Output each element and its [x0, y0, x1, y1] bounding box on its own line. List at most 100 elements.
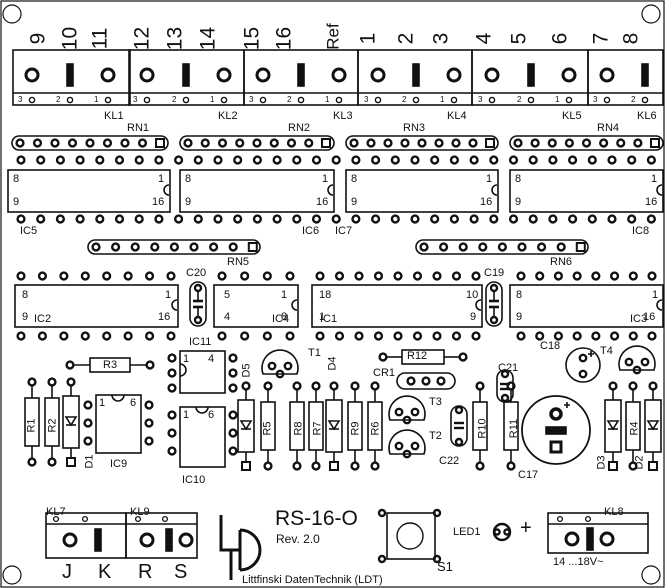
- ic-pad: [37, 331, 48, 341]
- solder-pad: [421, 376, 431, 386]
- ic4-pin-bl: 4: [224, 311, 231, 323]
- resistor-network-pin: [32, 138, 43, 148]
- screw-hole: [331, 67, 347, 83]
- ic-socket-pad-bottom: [311, 214, 322, 224]
- label-ic1: IC1: [320, 313, 338, 325]
- plus-sign: [588, 351, 594, 357]
- ic-pad: [412, 331, 423, 341]
- ic-pad: [315, 331, 325, 341]
- ic-pad: [16, 331, 26, 341]
- ic-pad: [354, 331, 364, 341]
- resistor-network-pin: [616, 138, 626, 148]
- solder-pad: [189, 242, 199, 252]
- terminal-pin-mark: 2: [402, 95, 407, 104]
- ic-socket-pad-bottom: [430, 214, 440, 224]
- screw-slot: [297, 63, 305, 87]
- diode-symbol: [646, 420, 660, 431]
- solder-pad: [311, 461, 321, 471]
- ic1-pin-br: 9: [470, 311, 477, 323]
- ic-pad: [144, 331, 155, 341]
- solder-pad: [283, 361, 293, 371]
- ic-socket-pad-bottom: [331, 214, 341, 224]
- terminal-pin-mark: 1: [440, 95, 445, 104]
- ic2-pin-bl: 9: [22, 311, 29, 323]
- diode-d4: [325, 399, 343, 453]
- label-t4: T4: [600, 345, 613, 357]
- solder-pad: [370, 381, 380, 391]
- upper-ic-pin-tl: 8: [351, 173, 358, 185]
- resistor-network-pin: [200, 138, 210, 148]
- solder-pad: [193, 315, 203, 325]
- label-kl7: KL7: [46, 506, 66, 518]
- ic-socket-pad-bottom: [469, 214, 479, 224]
- upper-ic-pin-tr: 1: [486, 173, 493, 185]
- ic-socket-pad-bottom: [410, 214, 420, 224]
- solder-pad: [228, 383, 238, 393]
- solder-pad: [432, 554, 442, 564]
- solder-pad: [145, 360, 155, 370]
- label-r1: R1: [25, 418, 38, 433]
- terminal-pin-mark: 3: [478, 95, 483, 104]
- ic-pad: [80, 271, 90, 281]
- ic-socket-pad-top: [55, 155, 66, 165]
- upper-ic-pin-bl: 9: [13, 196, 20, 208]
- ic2-pin-br: 16: [158, 311, 171, 323]
- ic-socket-pad-bottom: [548, 214, 558, 224]
- label-ic3: IC3: [630, 313, 648, 325]
- resistor-r11: [503, 401, 519, 451]
- letter-j: J: [62, 561, 72, 583]
- label-r7: R7: [311, 421, 324, 436]
- solder-pad: [83, 400, 93, 410]
- screw-slot: [412, 63, 420, 87]
- resistor-network-outline: [87, 239, 261, 255]
- solder-pad: [402, 449, 412, 459]
- resistor-r8: [289, 401, 305, 451]
- solder-pad: [167, 368, 177, 378]
- ic-socket-pad-bottom: [213, 214, 223, 224]
- terminal-pin-dot: [584, 515, 592, 523]
- label-ic7: IC7: [335, 225, 353, 237]
- label-rn3: RN3: [403, 122, 426, 134]
- solder-pad: [478, 242, 488, 252]
- ic1-pin-bl: 1: [319, 311, 326, 323]
- label-s1: S1: [437, 559, 453, 574]
- solder-pad: [263, 461, 273, 471]
- resistor-network-pin: [513, 138, 523, 148]
- ic-pad: [315, 271, 325, 281]
- solder-pad: [350, 461, 360, 471]
- screw-hole: [599, 67, 615, 83]
- solder-pad: [432, 508, 442, 518]
- label-d4: D4: [326, 356, 339, 371]
- ic11-pin1: 1: [183, 353, 190, 365]
- ic-notch: [656, 184, 663, 196]
- ic-socket-pad-bottom: [193, 214, 203, 224]
- ic-pad: [240, 271, 250, 281]
- screw-slot: [586, 527, 594, 551]
- solder-pad: [394, 441, 404, 451]
- ic-socket-pad-bottom: [489, 214, 499, 224]
- solder-pad: [110, 242, 121, 252]
- top-pin-8: 8: [619, 32, 643, 45]
- label-ic8: IC8: [632, 225, 650, 237]
- upper-ic-outline: [7, 169, 171, 213]
- label-c21: C21: [498, 362, 519, 374]
- square-pad: [575, 242, 586, 252]
- label-cr1: CR1: [373, 367, 396, 379]
- square-pad: [247, 242, 258, 252]
- solder-pad: [454, 437, 464, 447]
- terminal-pin-dot: [81, 515, 89, 523]
- ic-pad: [432, 271, 442, 281]
- ic9-pin6: 6: [130, 397, 137, 409]
- solder-pad: [500, 393, 510, 403]
- crystal-cr1: [396, 372, 456, 390]
- ic4-pin-tr: 1: [281, 289, 288, 301]
- solder-pad: [503, 528, 511, 536]
- mounting-hole: [641, 4, 661, 24]
- label-d3: D3: [595, 455, 608, 470]
- screw-hole: [24, 67, 40, 83]
- ic3-pin-bl: 9: [516, 311, 523, 323]
- terminal-pin-dot: [143, 96, 151, 104]
- ic-pad: [471, 271, 481, 281]
- screw-hole: [370, 67, 386, 83]
